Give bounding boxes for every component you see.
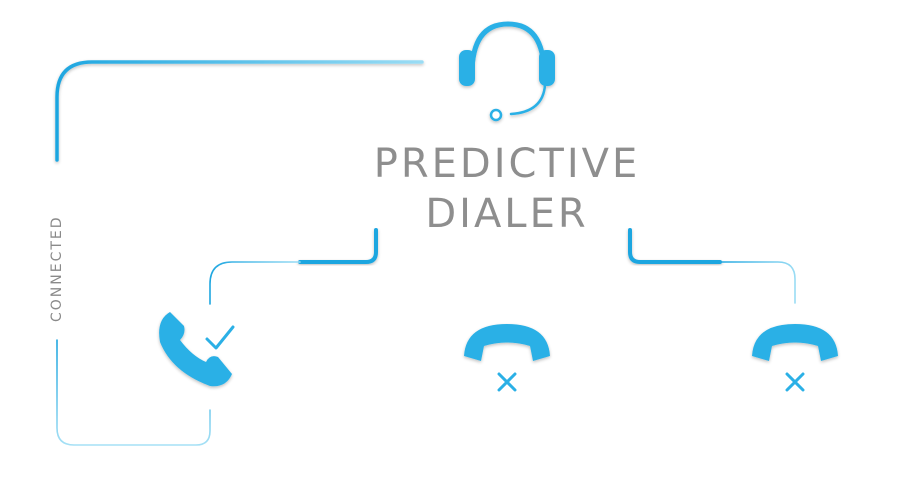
x-icon: [497, 372, 517, 392]
phone-icon: [159, 312, 232, 387]
connected-loop-top: [55, 60, 424, 162]
branch-right-thin: [719, 261, 796, 304]
x-icon: [785, 372, 805, 392]
hang-up-icon: [752, 324, 838, 361]
branch-left-thin: [209, 261, 301, 305]
check-icon: [205, 325, 235, 350]
branch-left-thick: [298, 228, 378, 264]
connected-label: CONNECTED: [49, 215, 65, 322]
title-line-1: PREDICTIVE: [374, 141, 641, 187]
hang-up-icon: [464, 324, 550, 361]
branch-right-thick: [628, 228, 722, 264]
connected-loop-bottom: [56, 339, 211, 446]
title-line-2: DIALER: [425, 191, 588, 237]
headset-icon: [459, 21, 555, 122]
